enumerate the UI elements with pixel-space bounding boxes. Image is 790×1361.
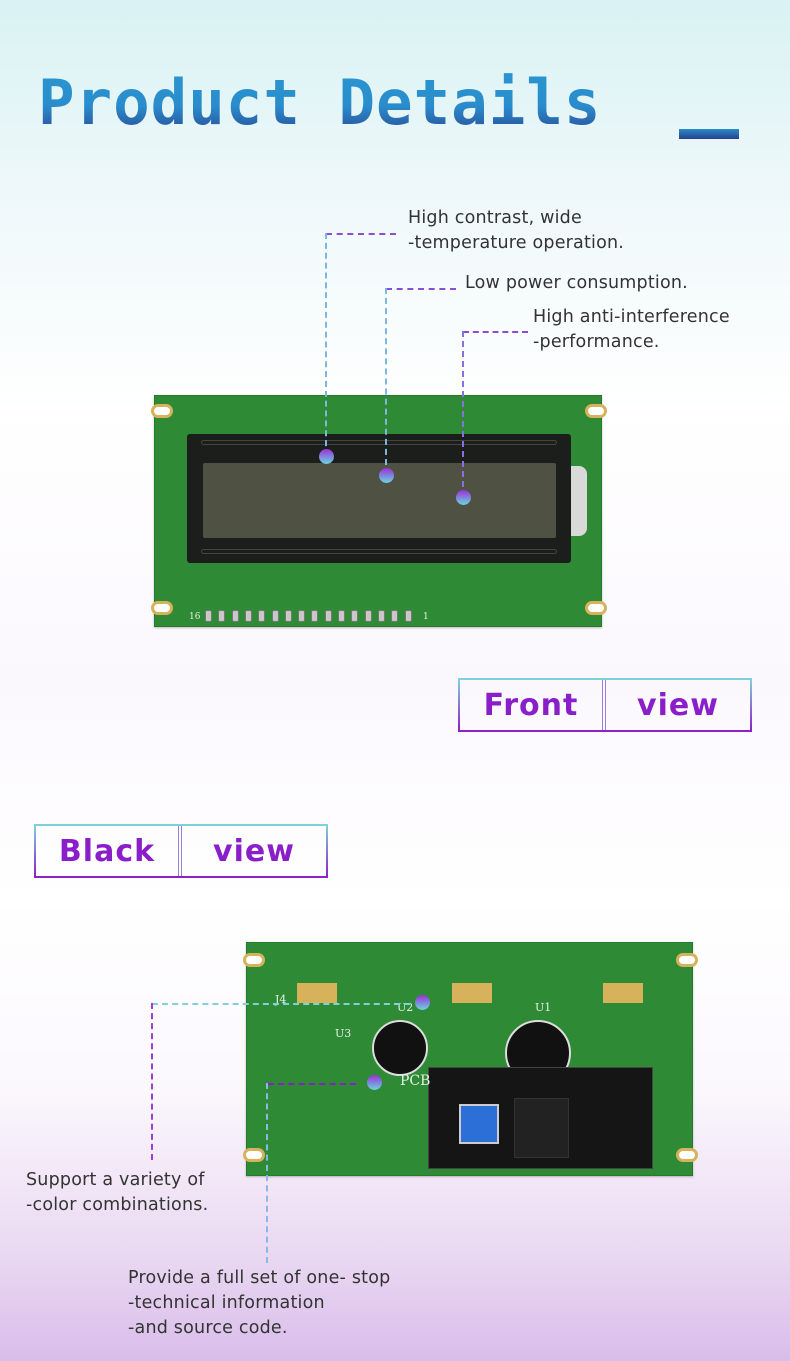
- header-pin: [324, 610, 332, 622]
- label-word: view: [637, 687, 719, 723]
- header-pin: [404, 610, 412, 622]
- header-pin: [218, 610, 226, 622]
- callout-line: -performance.: [533, 332, 660, 352]
- header-pin: [338, 610, 345, 622]
- page-title: Product Details: [38, 66, 602, 139]
- callout-contrast: High contrast, wide -temperature operati…: [408, 206, 624, 256]
- header-pin: [244, 610, 252, 622]
- callout-line: High contrast, wide: [408, 208, 582, 228]
- header-pin: [271, 610, 279, 622]
- callout-line: Provide a full set of one- stop: [128, 1268, 391, 1288]
- black-view-label: Black view: [34, 824, 328, 878]
- callout-line: -temperature operation.: [408, 233, 625, 253]
- header-pin: [298, 610, 306, 622]
- callout-color-combinations: Support a variety of -color combinations…: [26, 1168, 208, 1218]
- header-pin: [391, 610, 399, 622]
- callout-technical-info: Provide a full set of one- stop -technic…: [128, 1266, 390, 1341]
- label-word: Front: [460, 680, 606, 730]
- callout-dot: [456, 490, 471, 505]
- header-pin: [351, 610, 359, 622]
- callout-line: -and source code.: [128, 1318, 288, 1338]
- callout-power: Low power consumption.: [465, 273, 688, 293]
- callout-line: Support a variety of: [26, 1170, 205, 1190]
- header-pin: [231, 610, 239, 622]
- callout-dot: [415, 995, 430, 1010]
- callout-dot: [319, 449, 334, 464]
- callout-dot: [367, 1075, 382, 1090]
- label-word: Black: [36, 826, 182, 876]
- label-word: view: [213, 833, 295, 869]
- callout-line: -technical information: [128, 1293, 325, 1313]
- header-pin: [377, 610, 385, 622]
- callout-line: -color combinations.: [26, 1195, 209, 1215]
- header-pin: [364, 610, 372, 622]
- header-pin: [205, 610, 212, 622]
- front-view-label: Front view: [458, 678, 752, 732]
- callout-line: High anti-interference: [533, 307, 730, 327]
- lcd-front-image: 16 1: [151, 395, 607, 627]
- lcd-back-image: PCB J4 U3 U2 U1: [243, 942, 698, 1176]
- title-underline-bar: [679, 129, 739, 139]
- header-pin: [311, 610, 319, 622]
- callout-interference: High anti-interference -performance.: [533, 305, 730, 355]
- header-pin: [284, 610, 292, 622]
- callout-dot: [379, 468, 394, 483]
- header-pin: [258, 610, 266, 622]
